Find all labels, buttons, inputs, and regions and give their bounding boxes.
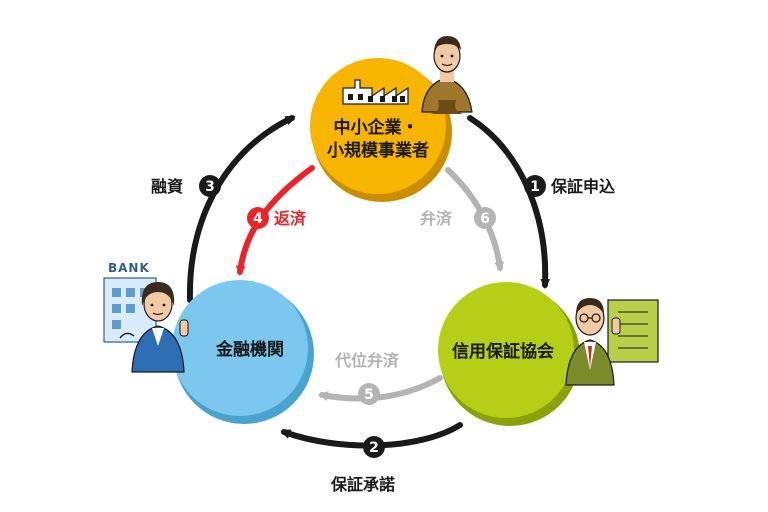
node-sme-label-line2: 小規模事業者 [327, 140, 429, 161]
edge-1-label: 保証申込 [550, 177, 615, 196]
bank-sign-text: BANK [108, 261, 150, 275]
guarantee-staff-illustration [565, 298, 659, 386]
node-guarantee-label: 信用保証協会 [452, 341, 554, 362]
edge-1-number: 1 [530, 179, 540, 195]
edge-6-label: 弁済 [420, 209, 453, 228]
node-bank-label: 金融機関 [215, 339, 284, 360]
edge-4-label: 返済 [274, 209, 307, 228]
edge-3-label: 融資 [151, 177, 183, 196]
edge-3: 融資 3 [151, 175, 221, 197]
edge-2-number: 2 [369, 440, 379, 456]
edge-6: 弁済 6 [420, 207, 496, 229]
edge-2: 2 保証承諾 [330, 436, 395, 494]
edge-4: 4 返済 [247, 207, 307, 229]
node-sme: 中小企業・ 小規模事業者 [310, 58, 452, 202]
edge-6-number: 6 [480, 211, 490, 227]
businessman-illustration [421, 36, 473, 114]
edge-5: 代位弁済 5 [334, 351, 400, 405]
edge-4-number: 4 [253, 211, 263, 227]
arrow-1-guarantee-application [467, 115, 551, 289]
factory-icon [342, 79, 409, 105]
node-sme-label-line1: 中小企業・ [334, 117, 419, 138]
edge-1: 1 保証申込 [524, 175, 615, 197]
edge-5-number: 5 [364, 387, 374, 403]
edge-2-label: 保証承諾 [330, 475, 395, 494]
node-financial-institution: 金融機関 [172, 280, 314, 424]
arrow-5-subrogation [318, 375, 443, 402]
edge-5-label: 代位弁済 [334, 351, 400, 370]
bank-illustration: BANK [103, 261, 189, 373]
edge-3-number: 3 [205, 179, 215, 195]
node-credit-guarantee-association: 信用保証協会 [438, 282, 580, 426]
